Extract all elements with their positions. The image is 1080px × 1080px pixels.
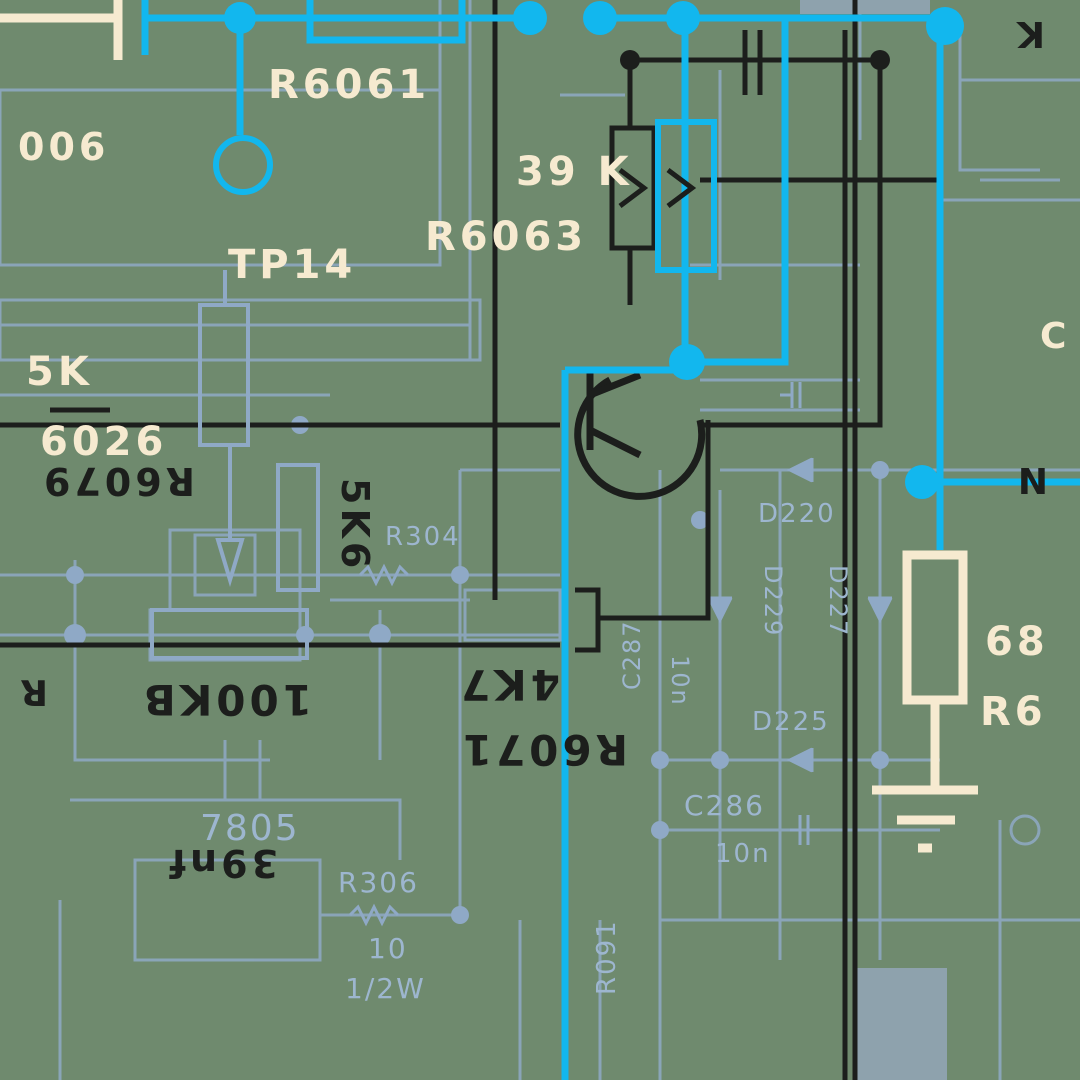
label-edge-r: R — [16, 671, 48, 712]
transistor-symbol — [574, 370, 706, 500]
black-part-bars — [50, 407, 475, 648]
label-edge-c: C — [1040, 316, 1070, 357]
resistor-zigzag-mark — [666, 168, 697, 208]
faint-junctions — [64, 416, 889, 924]
faint-label-d225: D225 — [752, 707, 830, 737]
cream-parts — [0, 0, 978, 853]
label-edge-k: K — [1013, 13, 1045, 54]
highlight-resistor-box — [655, 119, 717, 273]
faint-label-7805: 7805 — [200, 808, 300, 849]
label-100kb: 100KB — [140, 675, 312, 724]
faint-resistors — [348, 563, 410, 927]
faint-label-d227: D227 — [824, 565, 852, 637]
black-junctions — [620, 50, 890, 70]
faint-label-10n-a: 10n — [666, 655, 694, 707]
label-r6: R6 — [980, 689, 1047, 735]
label-r6063: R6063 — [425, 214, 587, 260]
label-6026: 6026 — [40, 419, 167, 465]
label-5k: 5K — [26, 349, 93, 395]
label-r6079: R6079 — [40, 459, 195, 503]
label-39k: 39 K — [516, 149, 633, 195]
capacitor-symbol — [742, 30, 763, 95]
label-r6061: R6061 — [268, 62, 430, 108]
faint-label-d220: D220 — [758, 499, 836, 529]
label-tp14: TP14 — [228, 242, 356, 288]
highlight-junctions — [224, 1, 964, 499]
label-68: 68 — [985, 619, 1049, 665]
faint-diodes — [707, 457, 893, 773]
faint-label-10: 10 — [368, 932, 408, 965]
label-4k7: 4K7 — [457, 660, 560, 709]
faint-capacitors — [780, 382, 820, 845]
faint-label-d229: D229 — [759, 565, 787, 637]
faint-label-10n-b: 10n — [715, 839, 771, 869]
resistor-symbol — [609, 125, 657, 251]
faint-label-c287: C287 — [618, 619, 646, 690]
label-5k6: 5K6 — [333, 478, 377, 572]
label-r6071: R6071 — [459, 725, 628, 774]
faint-resistor-boxes — [150, 270, 320, 660]
grey-block-bottom — [855, 968, 947, 1080]
faint-label-r091: R091 — [592, 919, 622, 995]
grey-block-top — [800, 0, 930, 14]
faint-label-r304: R304 — [385, 522, 461, 552]
faint-label-c286: C286 — [684, 789, 765, 822]
label-edge-n: N — [1014, 459, 1048, 500]
faint-label-1-2w: 1/2W — [345, 972, 426, 1005]
faint-label-r306: R306 — [338, 866, 419, 899]
label-39nf: 39nf — [166, 841, 278, 885]
test-point-symbol — [213, 135, 273, 195]
label-006: 006 — [18, 125, 109, 169]
